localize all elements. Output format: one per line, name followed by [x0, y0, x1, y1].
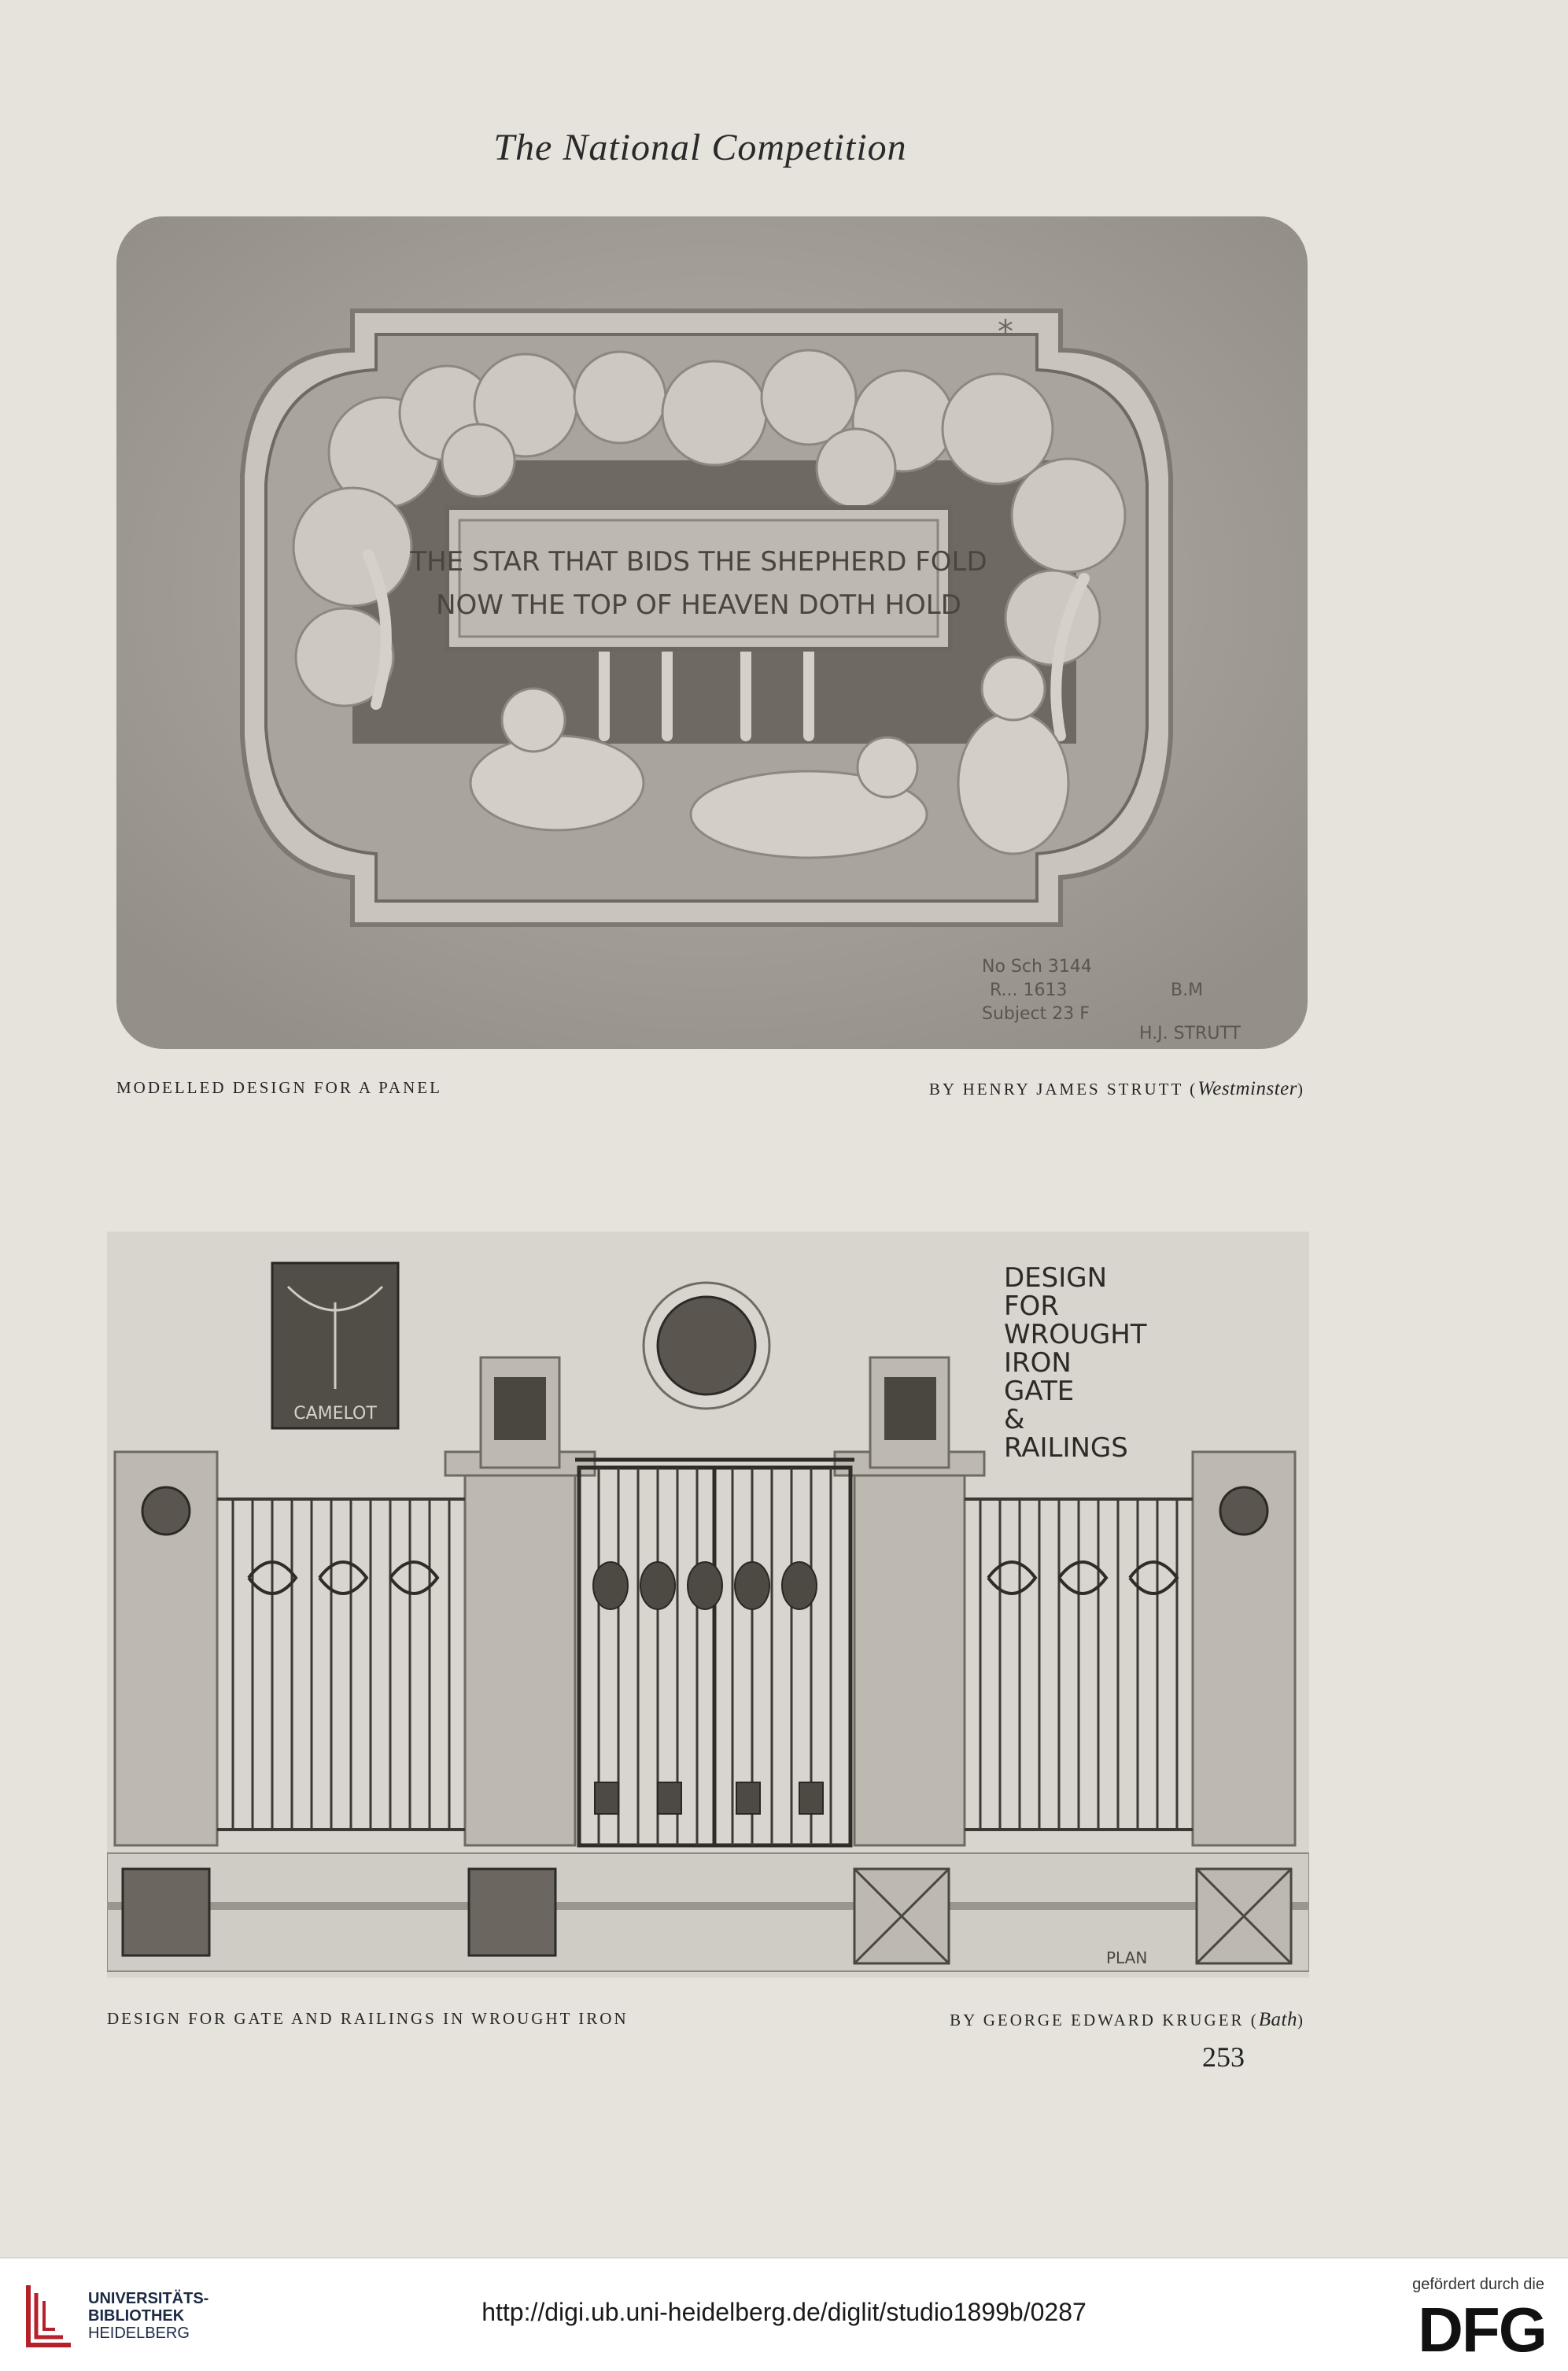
- inscription-line-1: THE STAR THAT BIDS THE SHEPHERD FOLD: [409, 546, 987, 578]
- caption-gate-author: BY GEORGE EDWARD KRUGER (: [950, 2011, 1259, 2029]
- relief-panel-image: THE STAR THAT BIDS THE SHEPHERD FOLD NOW…: [116, 216, 1308, 1049]
- drawing-title-line-6: &: [1004, 1404, 1025, 1435]
- drawing-title-line-5: GATE: [1004, 1376, 1074, 1407]
- mark-number: No Sch 3144: [982, 957, 1092, 977]
- drawing-title-line-1: DESIGN: [1004, 1262, 1107, 1294]
- drawing-title-line-7: RAILINGS: [1004, 1432, 1128, 1464]
- plan-label: PLAN: [1106, 1948, 1147, 1967]
- mark-initials: B.M: [1171, 981, 1203, 1000]
- source-url-link[interactable]: http://digi.ub.uni-heidelberg.de/diglit/…: [481, 2298, 1087, 2326]
- library-name-line-2: BIBLIOTHEK: [88, 2307, 185, 2325]
- caption-panel-left: MODELLED DESIGN FOR A PANEL: [116, 1078, 442, 1097]
- library-name-line-1: UNIVERSITÄTS-: [88, 2290, 209, 2307]
- inscription-line-2: NOW THE TOP OF HEAVEN DOTH HOLD: [436, 589, 961, 621]
- caption-gate-left: DESIGN FOR GATE AND RAILINGS IN WROUGHT …: [107, 2009, 629, 2028]
- plaque-label: CAMELOT: [293, 1404, 377, 1424]
- page-title: The National Competition: [493, 127, 907, 168]
- mark-signature: H.J. STRUTT: [1139, 1024, 1241, 1043]
- caption-gate-right: BY GEORGE EDWARD KRUGER (Bath): [950, 2009, 1305, 2030]
- caption-panel-place: Westminster: [1197, 1078, 1297, 1099]
- drawing-title-line-4: IRON: [1004, 1347, 1072, 1379]
- funding-note: gefördert durch die: [1412, 2276, 1544, 2293]
- dfg-logo: DFG: [1418, 2295, 1548, 2365]
- library-logo-icon: [26, 2285, 71, 2347]
- mark-reg: R... 1613: [990, 981, 1067, 1000]
- library-name: UNIVERSITÄTS- BIBLIOTHEK HEIDELBERG: [88, 2290, 208, 2342]
- drawing-title-line-3: WROUGHT: [1004, 1319, 1147, 1350]
- svg-text:*: *: [998, 314, 1013, 350]
- caption-panel-right: BY HENRY JAMES STRUTT (Westminster): [928, 1078, 1305, 1099]
- caption-gate-place: Bath: [1258, 2009, 1297, 2030]
- page-number: 253: [1202, 2041, 1245, 2073]
- digitization-footer: UNIVERSITÄTS- BIBLIOTHEK HEIDELBERG http…: [0, 2257, 1568, 2371]
- gate-drawing-image: PLAN CAMELOT DESIGN FOR WROUGHT IRON GAT…: [107, 1232, 1309, 1978]
- caption-panel-author: BY HENRY JAMES STRUTT (: [928, 1080, 1198, 1099]
- mark-subject: Subject 23 F: [982, 1004, 1090, 1024]
- library-name-line-3: HEIDELBERG: [88, 2325, 190, 2342]
- drawing-title-line-2: FOR: [1004, 1291, 1059, 1322]
